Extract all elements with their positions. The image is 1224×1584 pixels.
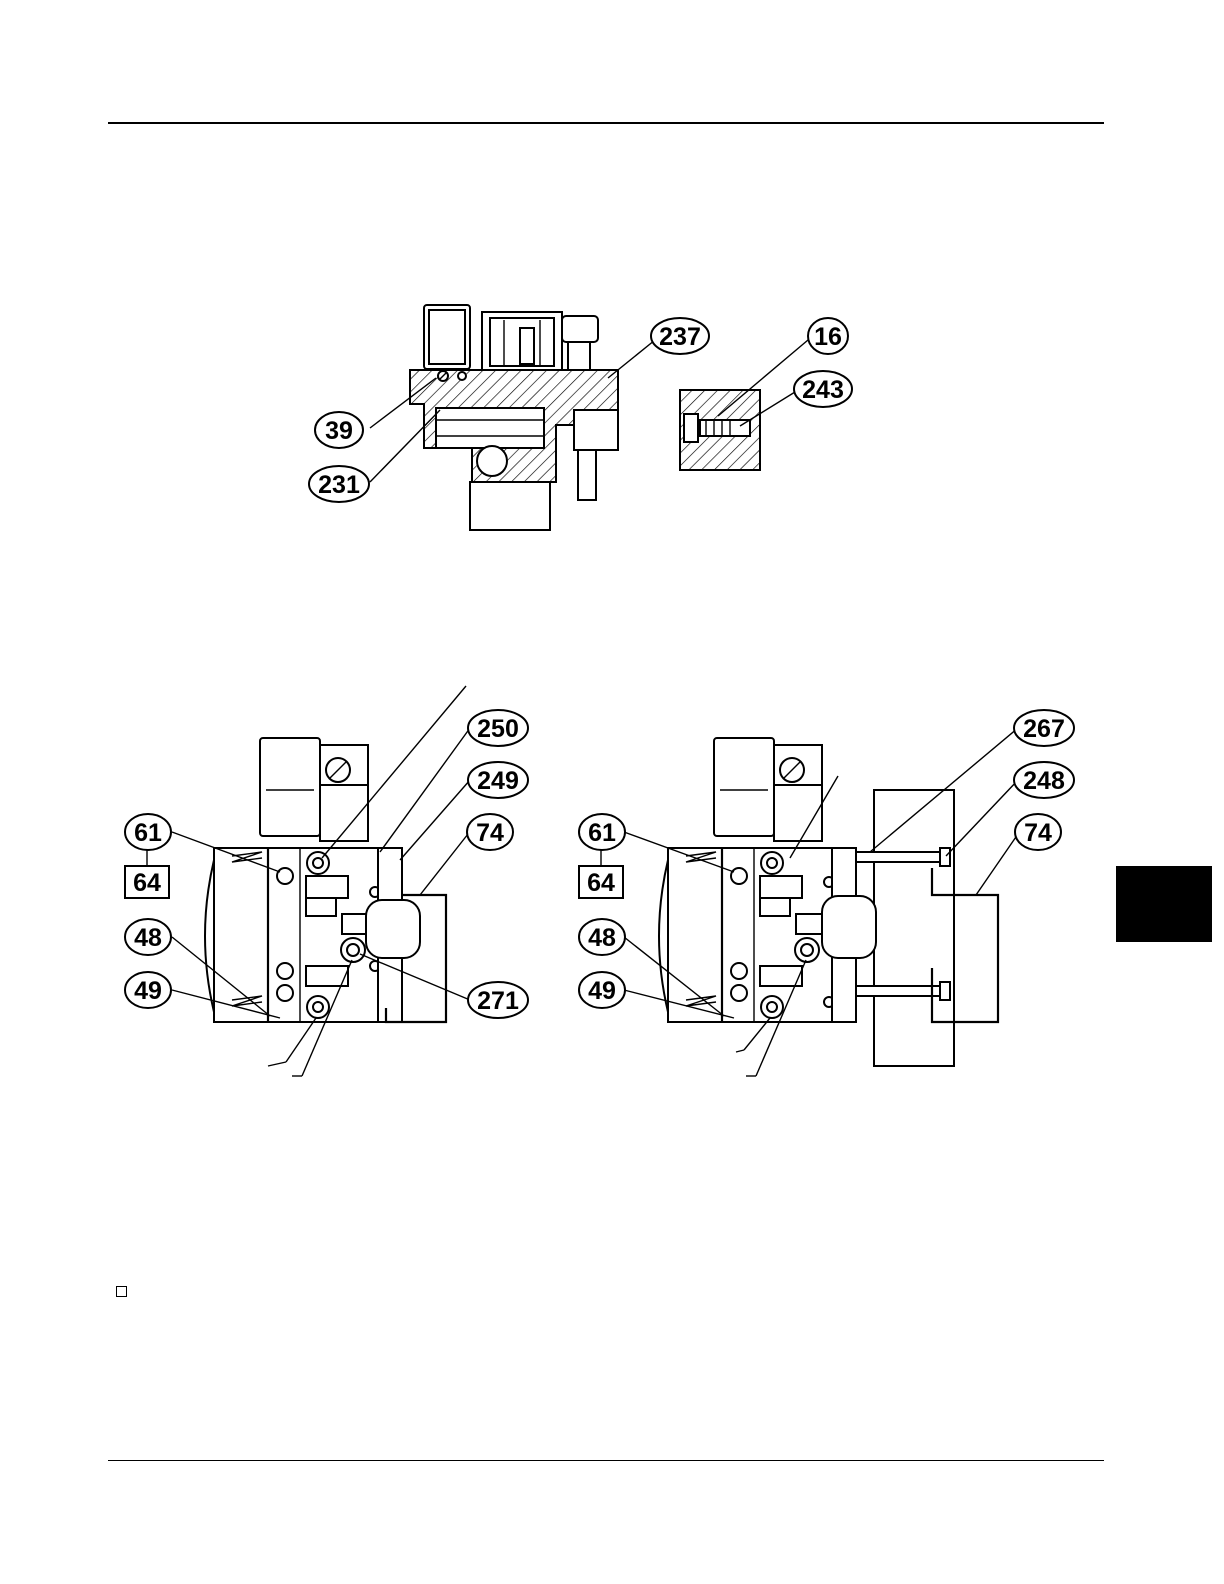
left-assembly-view	[205, 738, 446, 1022]
callout-64-left: 64	[125, 866, 169, 898]
callout-49-right: 49	[579, 972, 625, 1008]
callout-267: 267	[1014, 710, 1074, 746]
svg-text:237: 237	[659, 323, 701, 351]
svg-text:267: 267	[1023, 715, 1065, 743]
callout-250: 250	[468, 710, 528, 746]
svg-text:64: 64	[587, 869, 615, 897]
callout-74-left: 74	[467, 814, 513, 850]
svg-text:271: 271	[477, 987, 519, 1015]
svg-text:48: 48	[134, 924, 162, 952]
callout-237: 237	[651, 318, 709, 354]
callout-248: 248	[1014, 762, 1074, 798]
callout-271: 271	[468, 982, 528, 1018]
callout-61-right: 61	[579, 814, 625, 850]
svg-text:248: 248	[1023, 767, 1065, 795]
svg-text:250: 250	[477, 715, 519, 743]
svg-text:61: 61	[134, 819, 162, 847]
callout-39: 39	[315, 412, 363, 448]
svg-text:61: 61	[588, 819, 616, 847]
inset-detail	[680, 390, 760, 470]
callout-49-left: 49	[125, 972, 171, 1008]
svg-text:49: 49	[588, 977, 616, 1005]
svg-text:16: 16	[814, 323, 842, 351]
callout-249: 249	[468, 762, 528, 798]
callout-74-right: 74	[1015, 814, 1061, 850]
top-section-view	[410, 305, 618, 530]
callout-48-left: 48	[125, 919, 171, 955]
callout-16: 16	[808, 318, 848, 354]
svg-text:243: 243	[802, 376, 844, 404]
svg-text:64: 64	[133, 869, 161, 897]
svg-text:74: 74	[476, 819, 504, 847]
svg-text:39: 39	[325, 417, 353, 445]
svg-text:249: 249	[477, 767, 519, 795]
svg-text:49: 49	[134, 977, 162, 1005]
svg-text:48: 48	[588, 924, 616, 952]
callout-243: 243	[794, 371, 852, 407]
callout-61-left: 61	[125, 814, 171, 850]
callout-231: 231	[309, 466, 369, 502]
callout-64-right: 64	[579, 866, 623, 898]
svg-text:74: 74	[1024, 819, 1052, 847]
svg-text:231: 231	[318, 471, 360, 499]
callout-48-right: 48	[579, 919, 625, 955]
